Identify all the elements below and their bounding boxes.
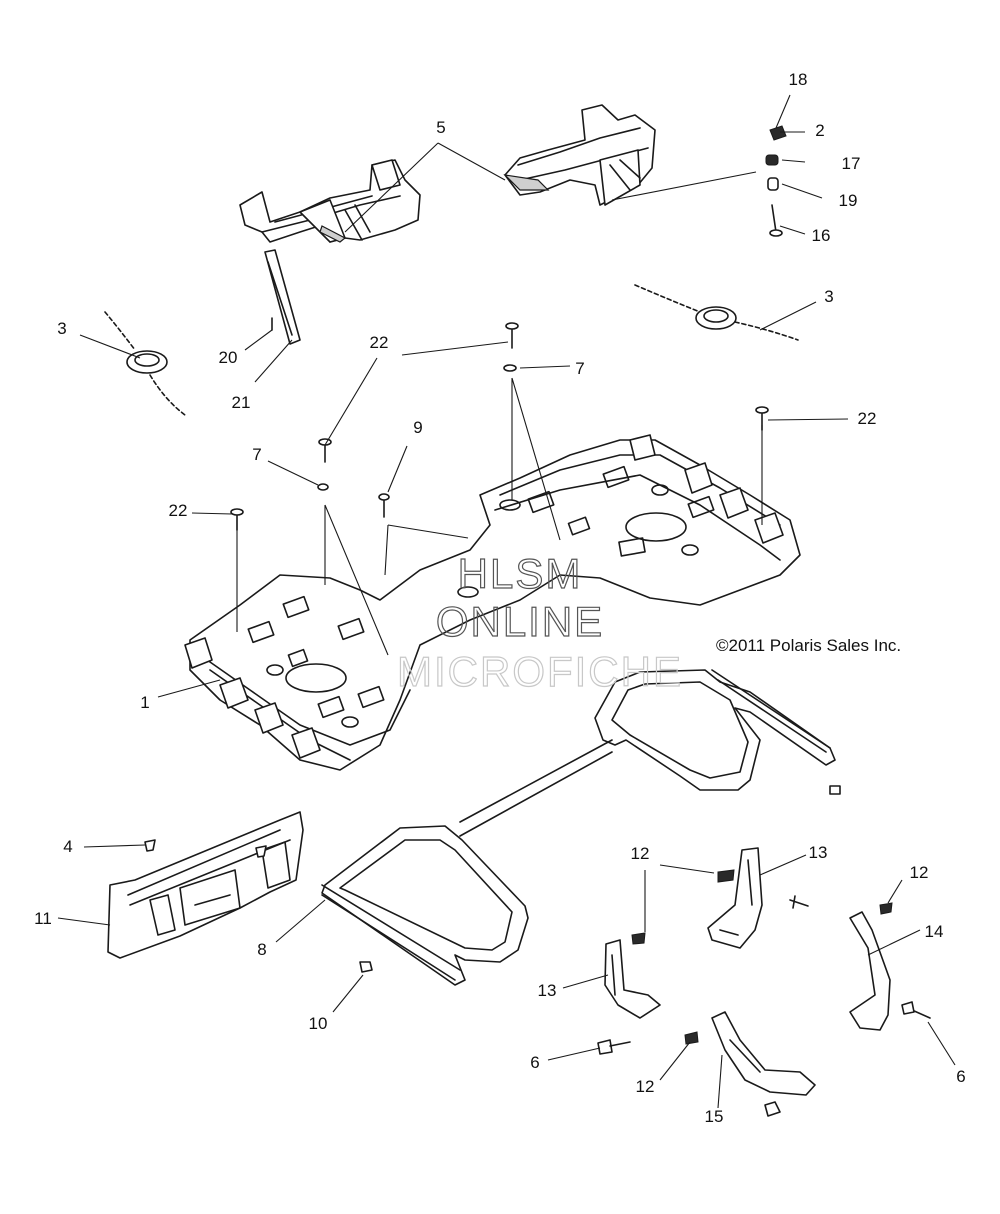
- callout-20: 20: [219, 348, 238, 367]
- callout-12-b: 12: [910, 863, 929, 882]
- storage-box: [107, 811, 304, 959]
- callout-6-right: 6: [956, 1067, 965, 1086]
- tie-down-strap-right: [634, 284, 799, 341]
- callout-17: 17: [842, 154, 861, 173]
- watermark-line-1: HLSM: [458, 550, 583, 597]
- callout-21: 21: [232, 393, 251, 412]
- rack-bracket-left: [239, 159, 421, 243]
- callout-9: 9: [413, 418, 422, 437]
- callout-7-left: 7: [252, 445, 261, 464]
- callout-11: 11: [34, 909, 52, 928]
- bracket-21: [264, 249, 301, 345]
- watermark: HLSM ONLINE MICROFICHE: [396, 549, 683, 695]
- callout-22-left: 22: [169, 501, 188, 520]
- copyright-notice: ©2011 Polaris Sales Inc.: [716, 636, 901, 655]
- callout-13-lower: 13: [538, 981, 557, 1000]
- callout-12-c: 12: [636, 1077, 655, 1096]
- callout-16: 16: [812, 226, 831, 245]
- fasteners-upper: [230, 322, 769, 531]
- callout-10: 10: [309, 1014, 328, 1033]
- callout-4: 4: [63, 837, 72, 856]
- tie-down-strap-left: [104, 311, 186, 416]
- callout-3-left: 3: [57, 319, 66, 338]
- callout-1: 1: [140, 693, 149, 712]
- callout-22-right: 22: [858, 409, 877, 428]
- watermark-line-2: ONLINE: [436, 598, 604, 645]
- mount-bracket-13-upper: [707, 847, 809, 949]
- callout-12-a: 12: [631, 844, 650, 863]
- callout-18: 18: [789, 70, 808, 89]
- leader-lines: [57, 94, 956, 1109]
- rack-frame: [321, 669, 836, 986]
- bolts-6: [597, 1001, 915, 1055]
- small-clips-12: [631, 869, 893, 1045]
- callout-3-right: 3: [824, 287, 833, 306]
- callout-2: 2: [815, 121, 824, 140]
- callout-14: 14: [925, 922, 944, 941]
- callout-8: 8: [257, 940, 266, 959]
- callout-19: 19: [839, 191, 858, 210]
- callout-7-right: 7: [575, 359, 584, 378]
- rack-bracket-right: [503, 104, 656, 206]
- hardware-stack: [765, 125, 787, 237]
- mount-bracket-15: [711, 1011, 816, 1117]
- watermark-line-3: MICROFICHE: [397, 648, 683, 695]
- callout-labels: 1 2 3 3 4 5 6 6 7 7 8 9 10 11 12 12 12 1…: [34, 70, 966, 1126]
- callout-6-left: 6: [530, 1053, 539, 1072]
- callout-5: 5: [436, 118, 445, 137]
- callout-22-top: 22: [370, 333, 389, 352]
- fasteners-lower: [144, 785, 841, 973]
- callout-13-upper: 13: [809, 843, 828, 862]
- callout-15: 15: [705, 1107, 724, 1126]
- mount-bracket-13-lower: [604, 939, 661, 1019]
- mount-bracket-14: [849, 911, 931, 1031]
